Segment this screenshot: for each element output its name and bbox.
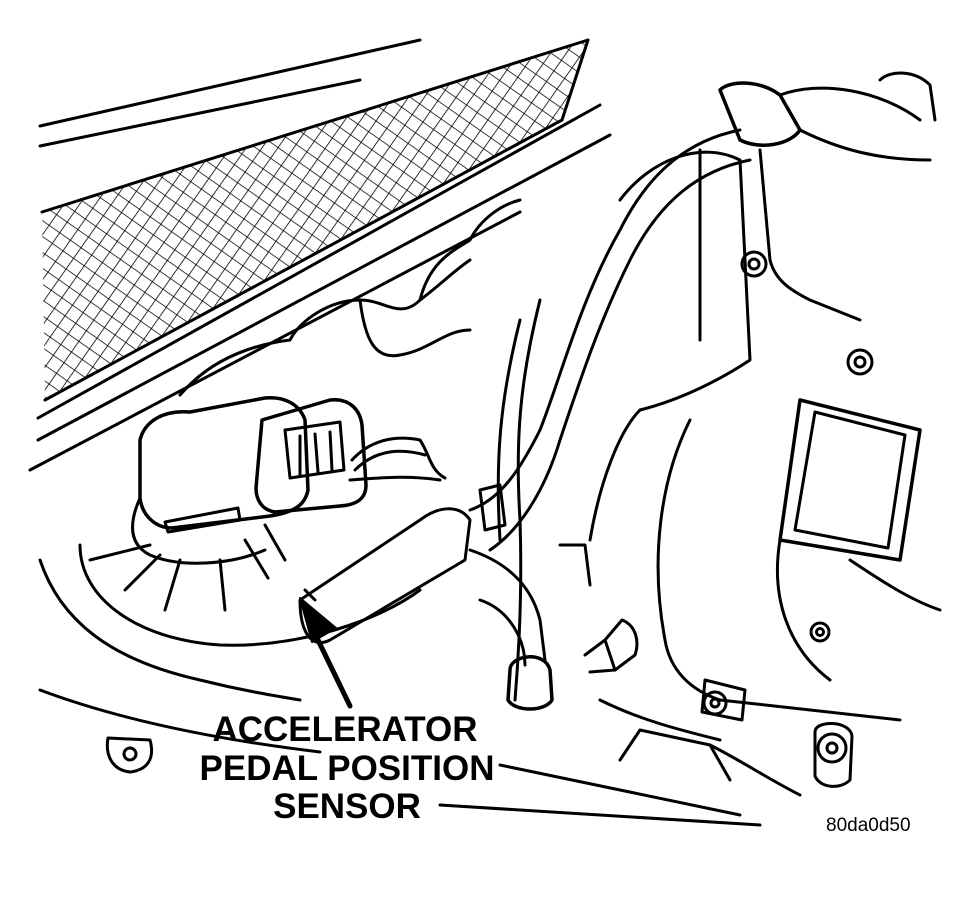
lower-frame [38,483,802,827]
engine-components [656,71,942,788]
hoses [468,128,752,711]
callout-label-line-3: SENSOR [273,787,421,826]
callout-label-line-2: PEDAL POSITION [199,749,495,788]
callout-label-line-1: ACCELERATOR [212,710,478,749]
panel-edge [178,198,522,397]
central-bracket [588,148,752,542]
sensor-assembly [78,396,472,647]
pointer-arrow [299,597,353,709]
figure-id: 80da0d50 [826,815,911,836]
